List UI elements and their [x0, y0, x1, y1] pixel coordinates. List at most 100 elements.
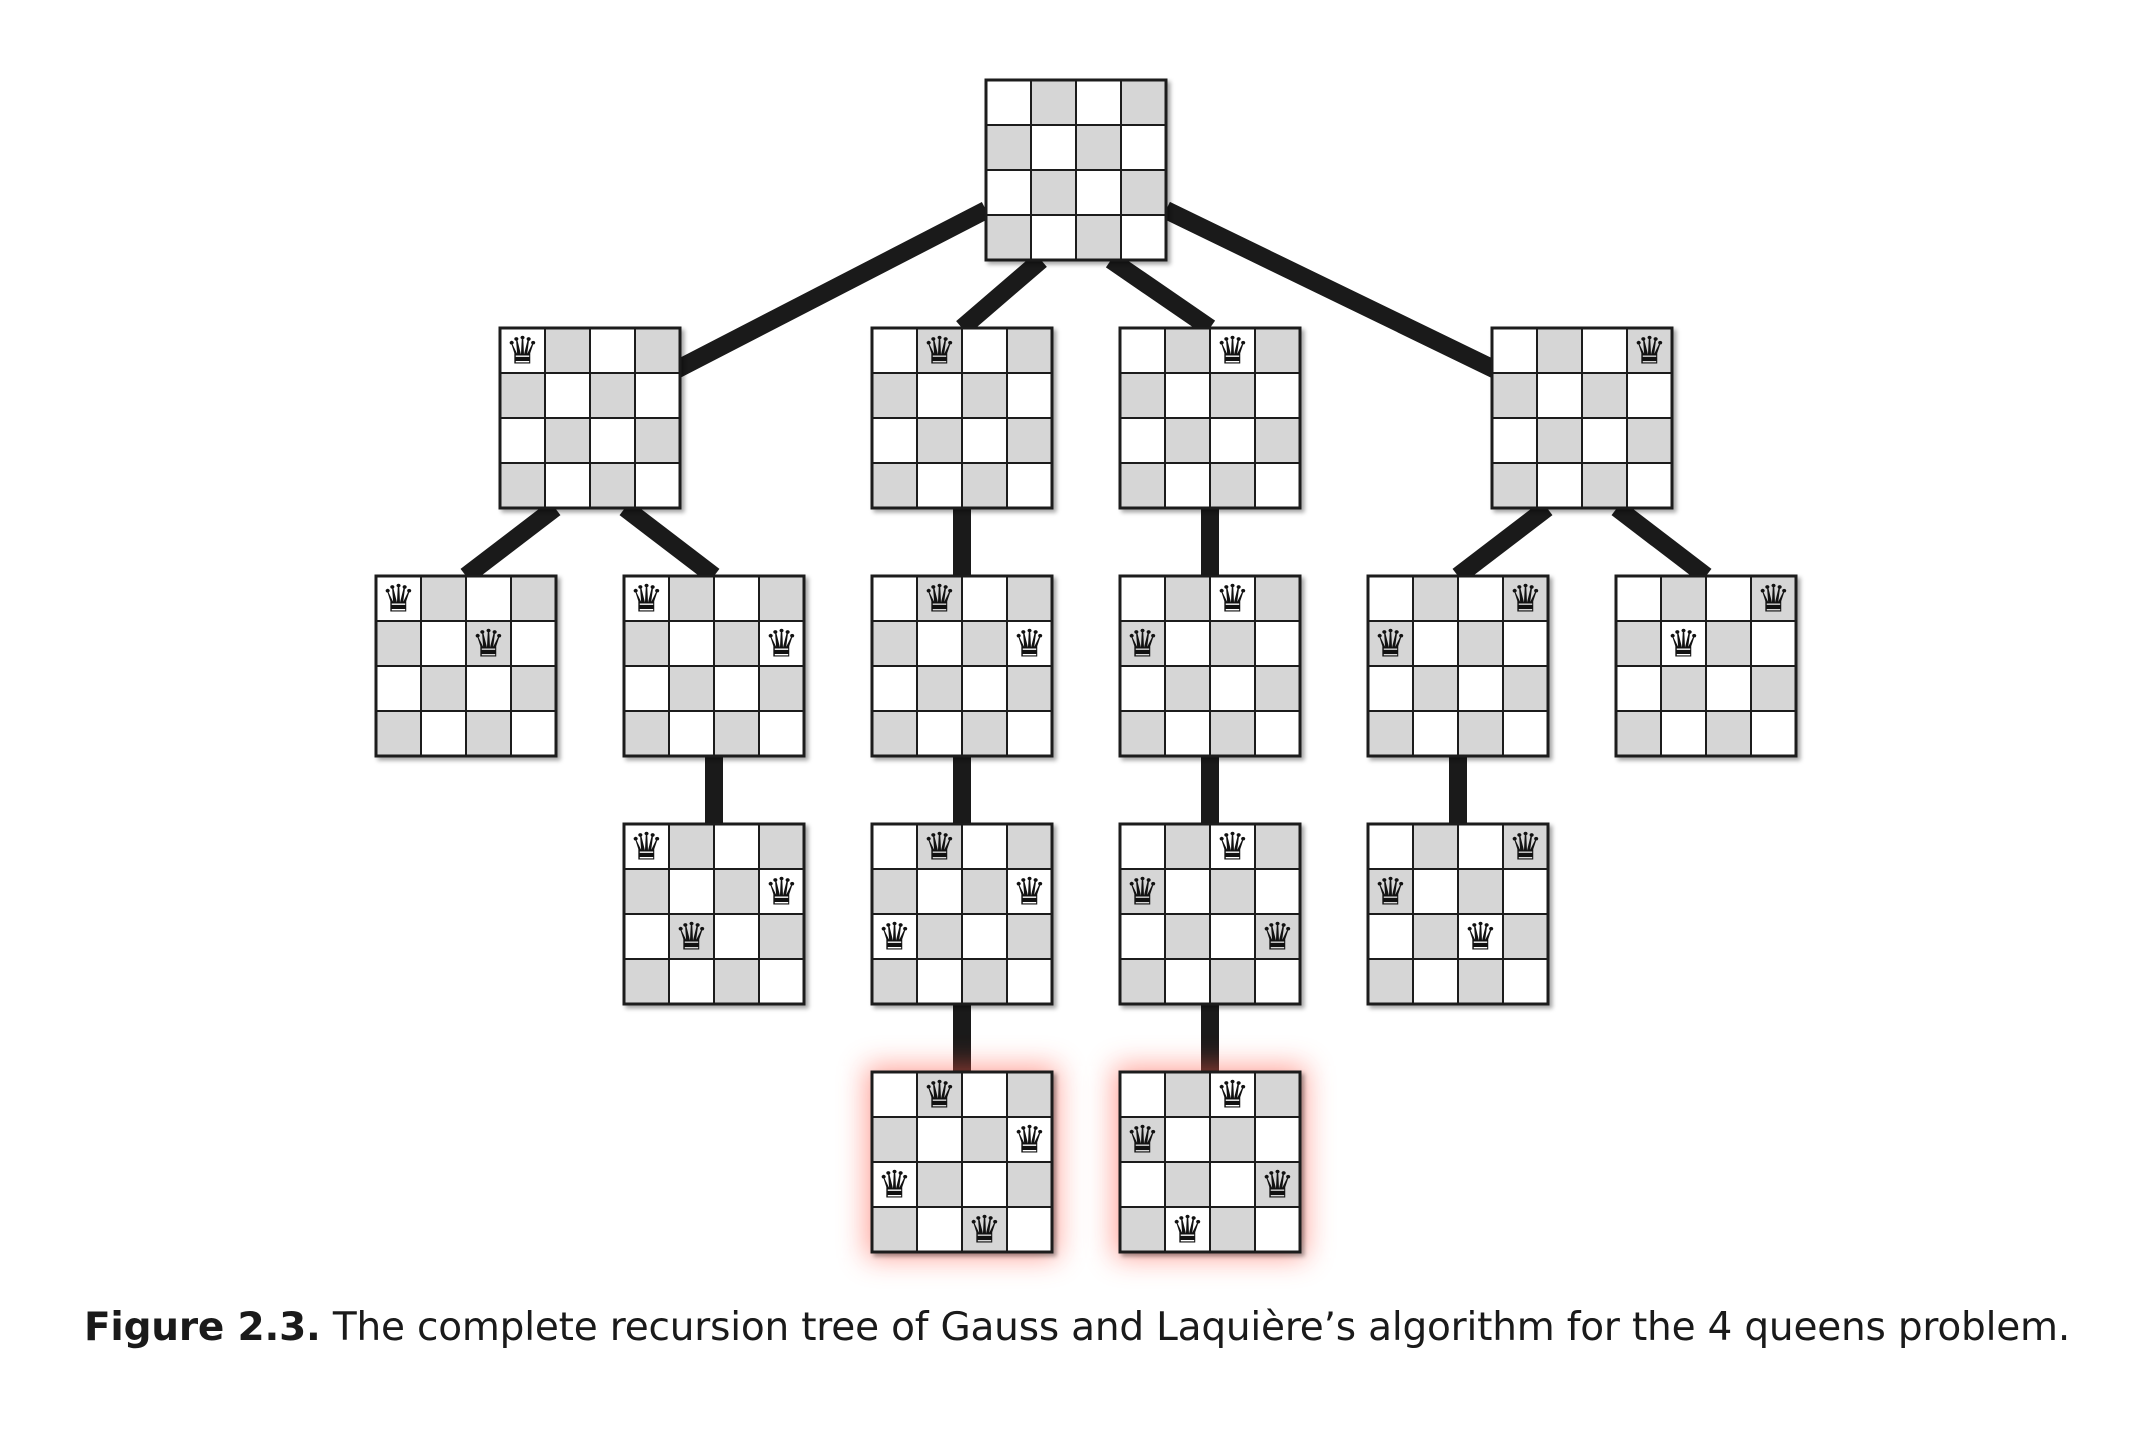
dark-square	[758, 823, 805, 870]
light-square	[1615, 575, 1662, 622]
queen-icon: ♛	[967, 1208, 1001, 1252]
light-square	[1457, 823, 1504, 870]
board-node: ♛	[870, 326, 1054, 510]
light-square	[1119, 1071, 1166, 1118]
dark-square	[758, 575, 805, 622]
board-border	[1366, 822, 1550, 1006]
light-square	[1164, 372, 1211, 419]
dark-square	[420, 665, 467, 712]
dark-square	[1006, 665, 1053, 712]
dark-square	[1491, 372, 1538, 419]
dark-square	[1209, 710, 1256, 757]
light-square	[1254, 620, 1301, 667]
light-square	[1367, 823, 1414, 870]
board-border	[1490, 326, 1674, 510]
light-square	[1006, 958, 1053, 1005]
queen-icon: ♛	[764, 622, 798, 666]
dark-square	[1367, 710, 1414, 757]
dark-square	[1119, 1206, 1166, 1253]
board-border	[870, 326, 1054, 510]
dark-square	[713, 620, 760, 667]
light-square	[1502, 868, 1549, 915]
light-square	[1164, 710, 1211, 757]
light-square	[1119, 913, 1166, 960]
light-square	[1254, 710, 1301, 757]
board-node: ♛	[1118, 326, 1302, 510]
queen-icon: ♛	[629, 577, 663, 621]
dark-square	[1164, 913, 1211, 960]
light-square	[1254, 372, 1301, 419]
dark-square	[985, 124, 1032, 171]
dark-square	[1660, 665, 1707, 712]
light-square	[1119, 327, 1166, 374]
dark-square	[1536, 417, 1583, 464]
dark-square	[1006, 913, 1053, 960]
light-square	[623, 913, 670, 960]
light-square	[961, 327, 1008, 374]
light-square	[758, 620, 805, 667]
light-square	[634, 372, 681, 419]
light-square	[916, 710, 963, 757]
dark-square	[1254, 575, 1301, 622]
dark-square	[623, 958, 670, 1005]
light-square	[1412, 868, 1459, 915]
dark-square	[1030, 169, 1077, 216]
light-square	[623, 823, 670, 870]
light-square	[916, 958, 963, 1005]
dark-square	[510, 665, 557, 712]
light-square	[1030, 124, 1077, 171]
light-square	[961, 823, 1008, 870]
dark-square	[1412, 665, 1459, 712]
queen-icon: ♛	[922, 577, 956, 621]
light-square	[1615, 665, 1662, 712]
light-square	[544, 372, 591, 419]
queen-icon: ♛	[629, 825, 663, 869]
light-square	[1254, 462, 1301, 509]
light-square	[961, 417, 1008, 464]
queen-icon: ♛	[1373, 870, 1407, 914]
light-square	[589, 327, 636, 374]
board-border	[622, 822, 806, 1006]
dark-square	[1209, 462, 1256, 509]
dark-square	[1581, 462, 1628, 509]
light-square	[1705, 665, 1752, 712]
dark-square	[1536, 327, 1583, 374]
dark-square	[634, 327, 681, 374]
dark-square	[375, 620, 422, 667]
light-square	[871, 327, 918, 374]
queen-icon: ♛	[1125, 870, 1159, 914]
dark-square	[1006, 823, 1053, 870]
board-border	[870, 822, 1054, 1006]
tree-nodes: ♛♛♛♛♛♛♛♛♛♛♛♛♛♛♛♛♛♛♛♛♛♛♛♛♛♛♛♛♛♛♛♛♛♛♛♛	[374, 78, 1798, 1258]
light-square	[668, 868, 715, 915]
dark-square	[871, 1116, 918, 1163]
light-square	[871, 823, 918, 870]
light-square	[1367, 913, 1414, 960]
light-square	[1006, 620, 1053, 667]
light-square	[1209, 823, 1256, 870]
queen-icon: ♛	[1012, 622, 1046, 666]
dark-square	[1164, 1071, 1211, 1118]
light-square	[713, 665, 760, 712]
dark-square	[961, 868, 1008, 915]
light-square	[1006, 710, 1053, 757]
tree-edge	[460, 500, 561, 584]
light-square	[623, 665, 670, 712]
dark-square	[1626, 417, 1673, 464]
dark-square	[713, 958, 760, 1005]
dark-square	[623, 868, 670, 915]
light-square	[1075, 169, 1122, 216]
dark-square	[1209, 1116, 1256, 1163]
queen-icon: ♛	[381, 577, 415, 621]
dark-square	[1119, 462, 1166, 509]
light-square	[510, 710, 557, 757]
dark-square	[1164, 417, 1211, 464]
dark-square	[668, 665, 715, 712]
light-square	[1209, 1161, 1256, 1208]
light-square	[668, 958, 715, 1005]
chessboard	[984, 78, 1168, 262]
queen-icon: ♛	[1125, 1118, 1159, 1162]
light-square	[871, 665, 918, 712]
chessboard	[870, 822, 1054, 1006]
queen-icon: ♛	[1260, 915, 1294, 959]
